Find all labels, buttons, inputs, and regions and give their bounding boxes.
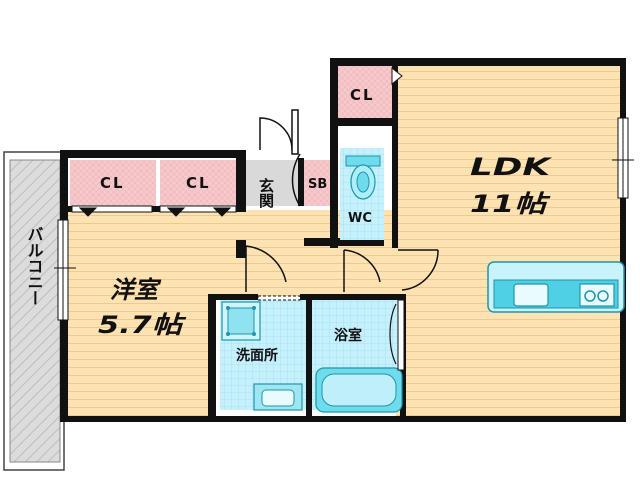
- shoe-box-floor: [302, 160, 334, 206]
- ldk-name: LDK: [470, 153, 554, 181]
- entrance-floor: [246, 160, 300, 206]
- kitchen-counter: [487, 261, 625, 313]
- shoe-box-label: SB: [308, 177, 327, 192]
- balcony-label: バルコニー: [25, 226, 44, 306]
- western-room-name: 洋室: [110, 276, 162, 304]
- sink-icon: [513, 283, 549, 307]
- washing-machine-pan: [221, 301, 261, 341]
- bath-door: [389, 303, 397, 365]
- window-western: [54, 219, 76, 321]
- closet-ldk-label: CL: [350, 86, 375, 104]
- toilet-label: WC: [348, 211, 372, 226]
- washbasin-icon: [253, 383, 303, 411]
- bath-door-frame: [397, 299, 405, 371]
- western-room-floor: [64, 210, 216, 418]
- ldk-size: 11帖: [470, 190, 551, 218]
- laundry-curtain: [257, 295, 301, 301]
- balcony: [3, 151, 65, 471]
- door-swings: [245, 109, 439, 292]
- stove-icon: [579, 283, 615, 307]
- window-ldk: [612, 117, 634, 199]
- closet-doors: [71, 66, 403, 217]
- closet-left-label: CL: [100, 174, 125, 192]
- bathtub-icon: [315, 367, 403, 413]
- entrance-label: 玄関: [257, 177, 275, 209]
- western-room-size: 5.7帖: [98, 311, 187, 339]
- bath-label: 浴室: [334, 327, 362, 344]
- closet-mid-label: CL: [186, 174, 211, 192]
- toilet-icon: [345, 155, 381, 200]
- closet-ldk-floor: [338, 64, 392, 118]
- ldk-floor: [396, 64, 622, 418]
- closet-left-floor: [70, 160, 156, 206]
- washroom-label: 洗面所: [236, 347, 278, 364]
- closet-mid-floor: [160, 160, 236, 206]
